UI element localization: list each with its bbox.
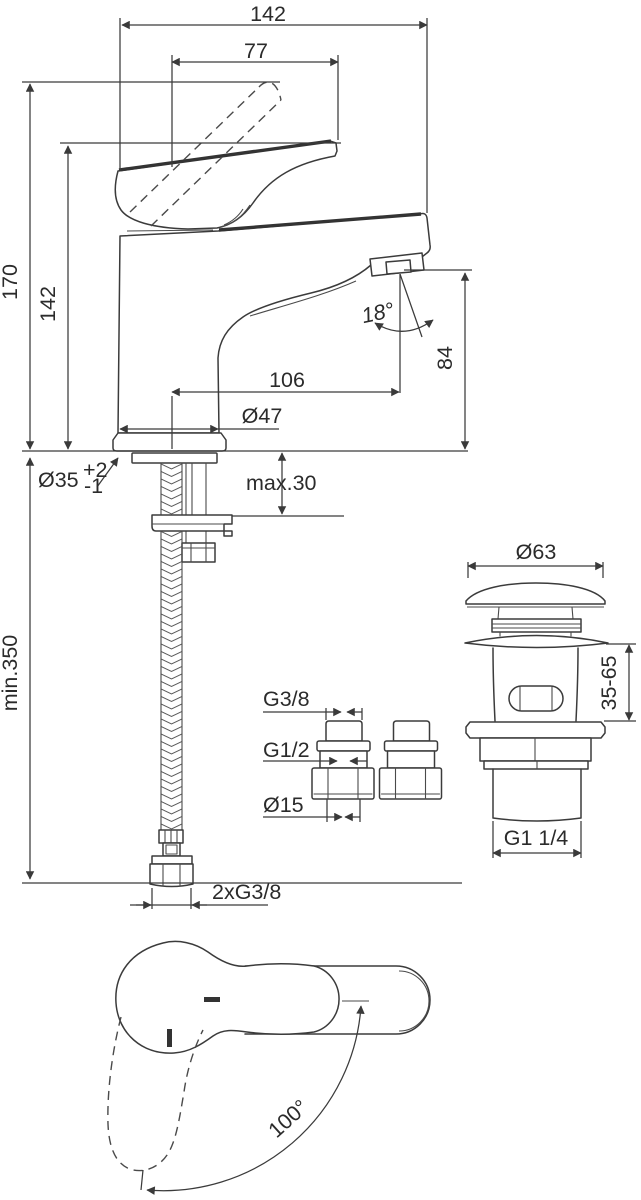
dim-total-height-label: 170: [0, 264, 22, 300]
dim-adapter-bore-label: Ø15: [263, 793, 304, 817]
base-gasket: [131, 452, 218, 464]
dim-hose-length-label: min.350: [0, 635, 22, 712]
dim-spout-reach-label: 106: [269, 368, 305, 392]
dome-seam: [126, 229, 214, 232]
lever-top-edge: [118, 139, 332, 172]
dim-hose-thread: 2xG3/8: [130, 880, 281, 910]
dim-spout-angle-label: 18°: [359, 298, 396, 328]
supply-hose-upper: [161, 463, 182, 515]
spout-under-curve: [249, 280, 357, 317]
waste-lower-flange: [465, 721, 606, 739]
dim-hole-diameter: Ø35+2-1: [38, 457, 119, 498]
faucet-side-view: [112, 81, 431, 452]
dim-spout-reach: 106: [171, 368, 400, 449]
adapter-fitting-2: [378, 720, 443, 800]
dim-deck-max: max.30: [232, 452, 344, 517]
cold-mark: [204, 997, 220, 1002]
dim-adapter-thread-small: G3/8: [263, 687, 363, 720]
adapter-fitting-1: [311, 720, 375, 800]
dim-outlet-height: 84: [404, 269, 472, 450]
dim-hole-diameter-label: Ø35+2-1: [38, 458, 108, 498]
dim-outlet-height-label: 84: [433, 346, 457, 370]
threaded-shank: [185, 462, 207, 544]
dim-overall-width-label: 142: [250, 2, 286, 26]
dim-handle-swing-label: 100°: [264, 1095, 313, 1143]
dim-waste-cap-diameter-label: Ø63: [516, 540, 557, 564]
waste-body: [492, 647, 579, 722]
dim-hose-thread-label: 2xG3/8: [212, 880, 281, 904]
dim-overall-width: 142: [119, 2, 428, 213]
dim-total-height: 170: [0, 81, 280, 450]
dim-adapter-thread-large: G1/2: [263, 738, 367, 766]
faucet-top-view: [107, 940, 431, 1191]
dim-body-height: 142: [36, 142, 341, 450]
spout-top-view: [244, 965, 431, 1035]
dim-lever-width-label: 77: [244, 39, 268, 63]
waste-cap: [465, 582, 606, 605]
waste-tailpiece: [492, 768, 582, 822]
dim-body-height-label: 142: [36, 286, 60, 322]
dim-adapter-thread-large-label: G1/2: [263, 738, 310, 762]
supply-hose-lower: [161, 531, 182, 830]
hot-mark: [167, 1029, 172, 1047]
dim-adapter-thread-small-label: G3/8: [263, 687, 310, 711]
hose-end-fitting: [149, 829, 194, 888]
handle-top-view: [115, 940, 340, 1054]
body-spout-outline: [117, 212, 431, 434]
dim-base-diameter-label: Ø47: [242, 404, 283, 428]
dim-waste-deck-range: 35-65: [597, 643, 636, 722]
aerator-inner: [385, 259, 412, 275]
lever-raised-dashed: [129, 81, 282, 227]
spout-top-edge: [218, 212, 422, 232]
overflow-slot: [508, 685, 564, 712]
dim-waste-deck-range-label: 35-65: [597, 655, 621, 710]
dim-hose-length: min.350: [0, 457, 462, 884]
dim-lever-width: 77: [171, 39, 339, 167]
waste-top-flange: [464, 634, 609, 649]
mounting-hardware: [131, 452, 233, 888]
dim-adapter-bore: Ø15: [263, 793, 361, 822]
horseshoe-washer: [151, 514, 233, 532]
dim-deck-max-label: max.30: [246, 471, 317, 495]
dim-waste-thread: G1 1/4: [492, 821, 582, 858]
cap-collar: [491, 618, 582, 633]
dim-base-diameter: Ø47: [119, 404, 283, 434]
mounting-nut: [181, 542, 216, 563]
adapter-fittings: [311, 720, 443, 800]
dim-waste-cap-diameter: Ø63: [467, 540, 604, 578]
lever-front-curve: [219, 204, 251, 228]
base-flange: [112, 432, 227, 452]
dim-waste-thread-label: G1 1/4: [504, 826, 569, 850]
popup-waste-assembly: [464, 582, 609, 822]
washer-tab: [223, 530, 233, 537]
dim-spout-angle: 18°: [359, 273, 434, 393]
